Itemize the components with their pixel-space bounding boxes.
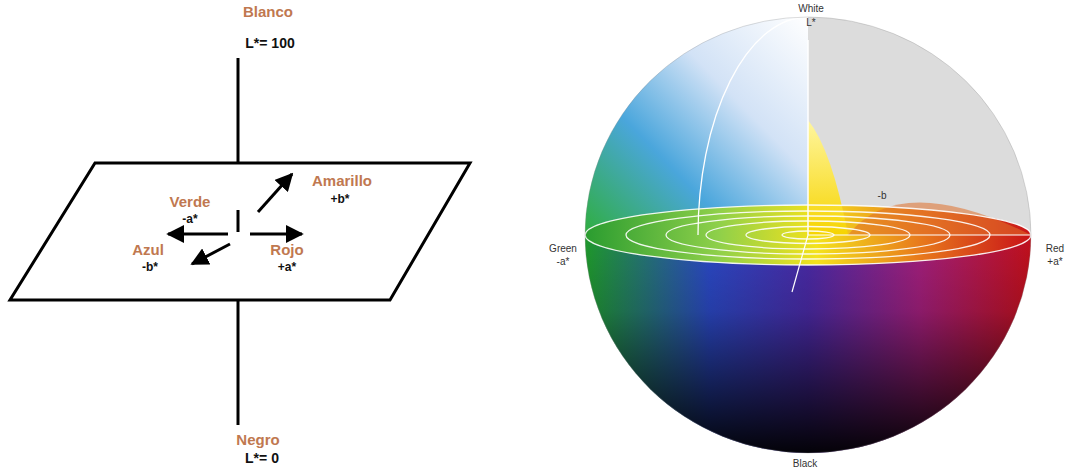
sphere-label: Red [1046, 243, 1064, 254]
sphere-label: L* [806, 17, 815, 28]
sphere-label: -b [878, 190, 887, 201]
axis-label: -a* [182, 213, 197, 226]
sphere-lower [585, 235, 1031, 453]
sphere-cutaway [808, 17, 1031, 235]
axis-label: Amarillo [312, 173, 372, 190]
a-plus-arrow [250, 233, 302, 236]
l-axis [807, 40, 809, 235]
axis-label: -b* [142, 261, 158, 274]
axis-label: Rojo [270, 242, 303, 259]
sphere-label: Black [793, 458, 817, 469]
axis-label: +b* [330, 193, 349, 206]
sphere-upper-left [585, 17, 808, 235]
meridian [698, 17, 808, 235]
sphere-label: +a* [1047, 256, 1062, 267]
sphere-shade [585, 235, 1031, 453]
ab-plane [10, 163, 470, 300]
l-axis-bottom [237, 300, 240, 425]
b-axis [792, 235, 808, 292]
yellow-wedge [808, 120, 848, 235]
axis-label: L*= 100 [245, 36, 294, 51]
axis-label: Negro [236, 432, 279, 449]
a-axis [808, 234, 1031, 235]
sphere-label: -a* [557, 256, 570, 267]
l-axis-center [237, 210, 240, 232]
axis-label: L*= 0 [245, 451, 279, 466]
sphere-outline [585, 17, 1031, 453]
axis-label: Blanco [243, 4, 293, 21]
axis-label: +a* [278, 261, 296, 274]
sphere-label: Green [549, 243, 577, 254]
l-axis-top [237, 58, 240, 163]
a-minus-arrow [168, 233, 228, 236]
b-minus-arrow [192, 244, 230, 264]
sphere-label: White [798, 3, 824, 14]
b-plus-arrow [258, 174, 292, 212]
axis-label: Verde [170, 194, 211, 211]
axis-label: Azul [132, 242, 164, 259]
